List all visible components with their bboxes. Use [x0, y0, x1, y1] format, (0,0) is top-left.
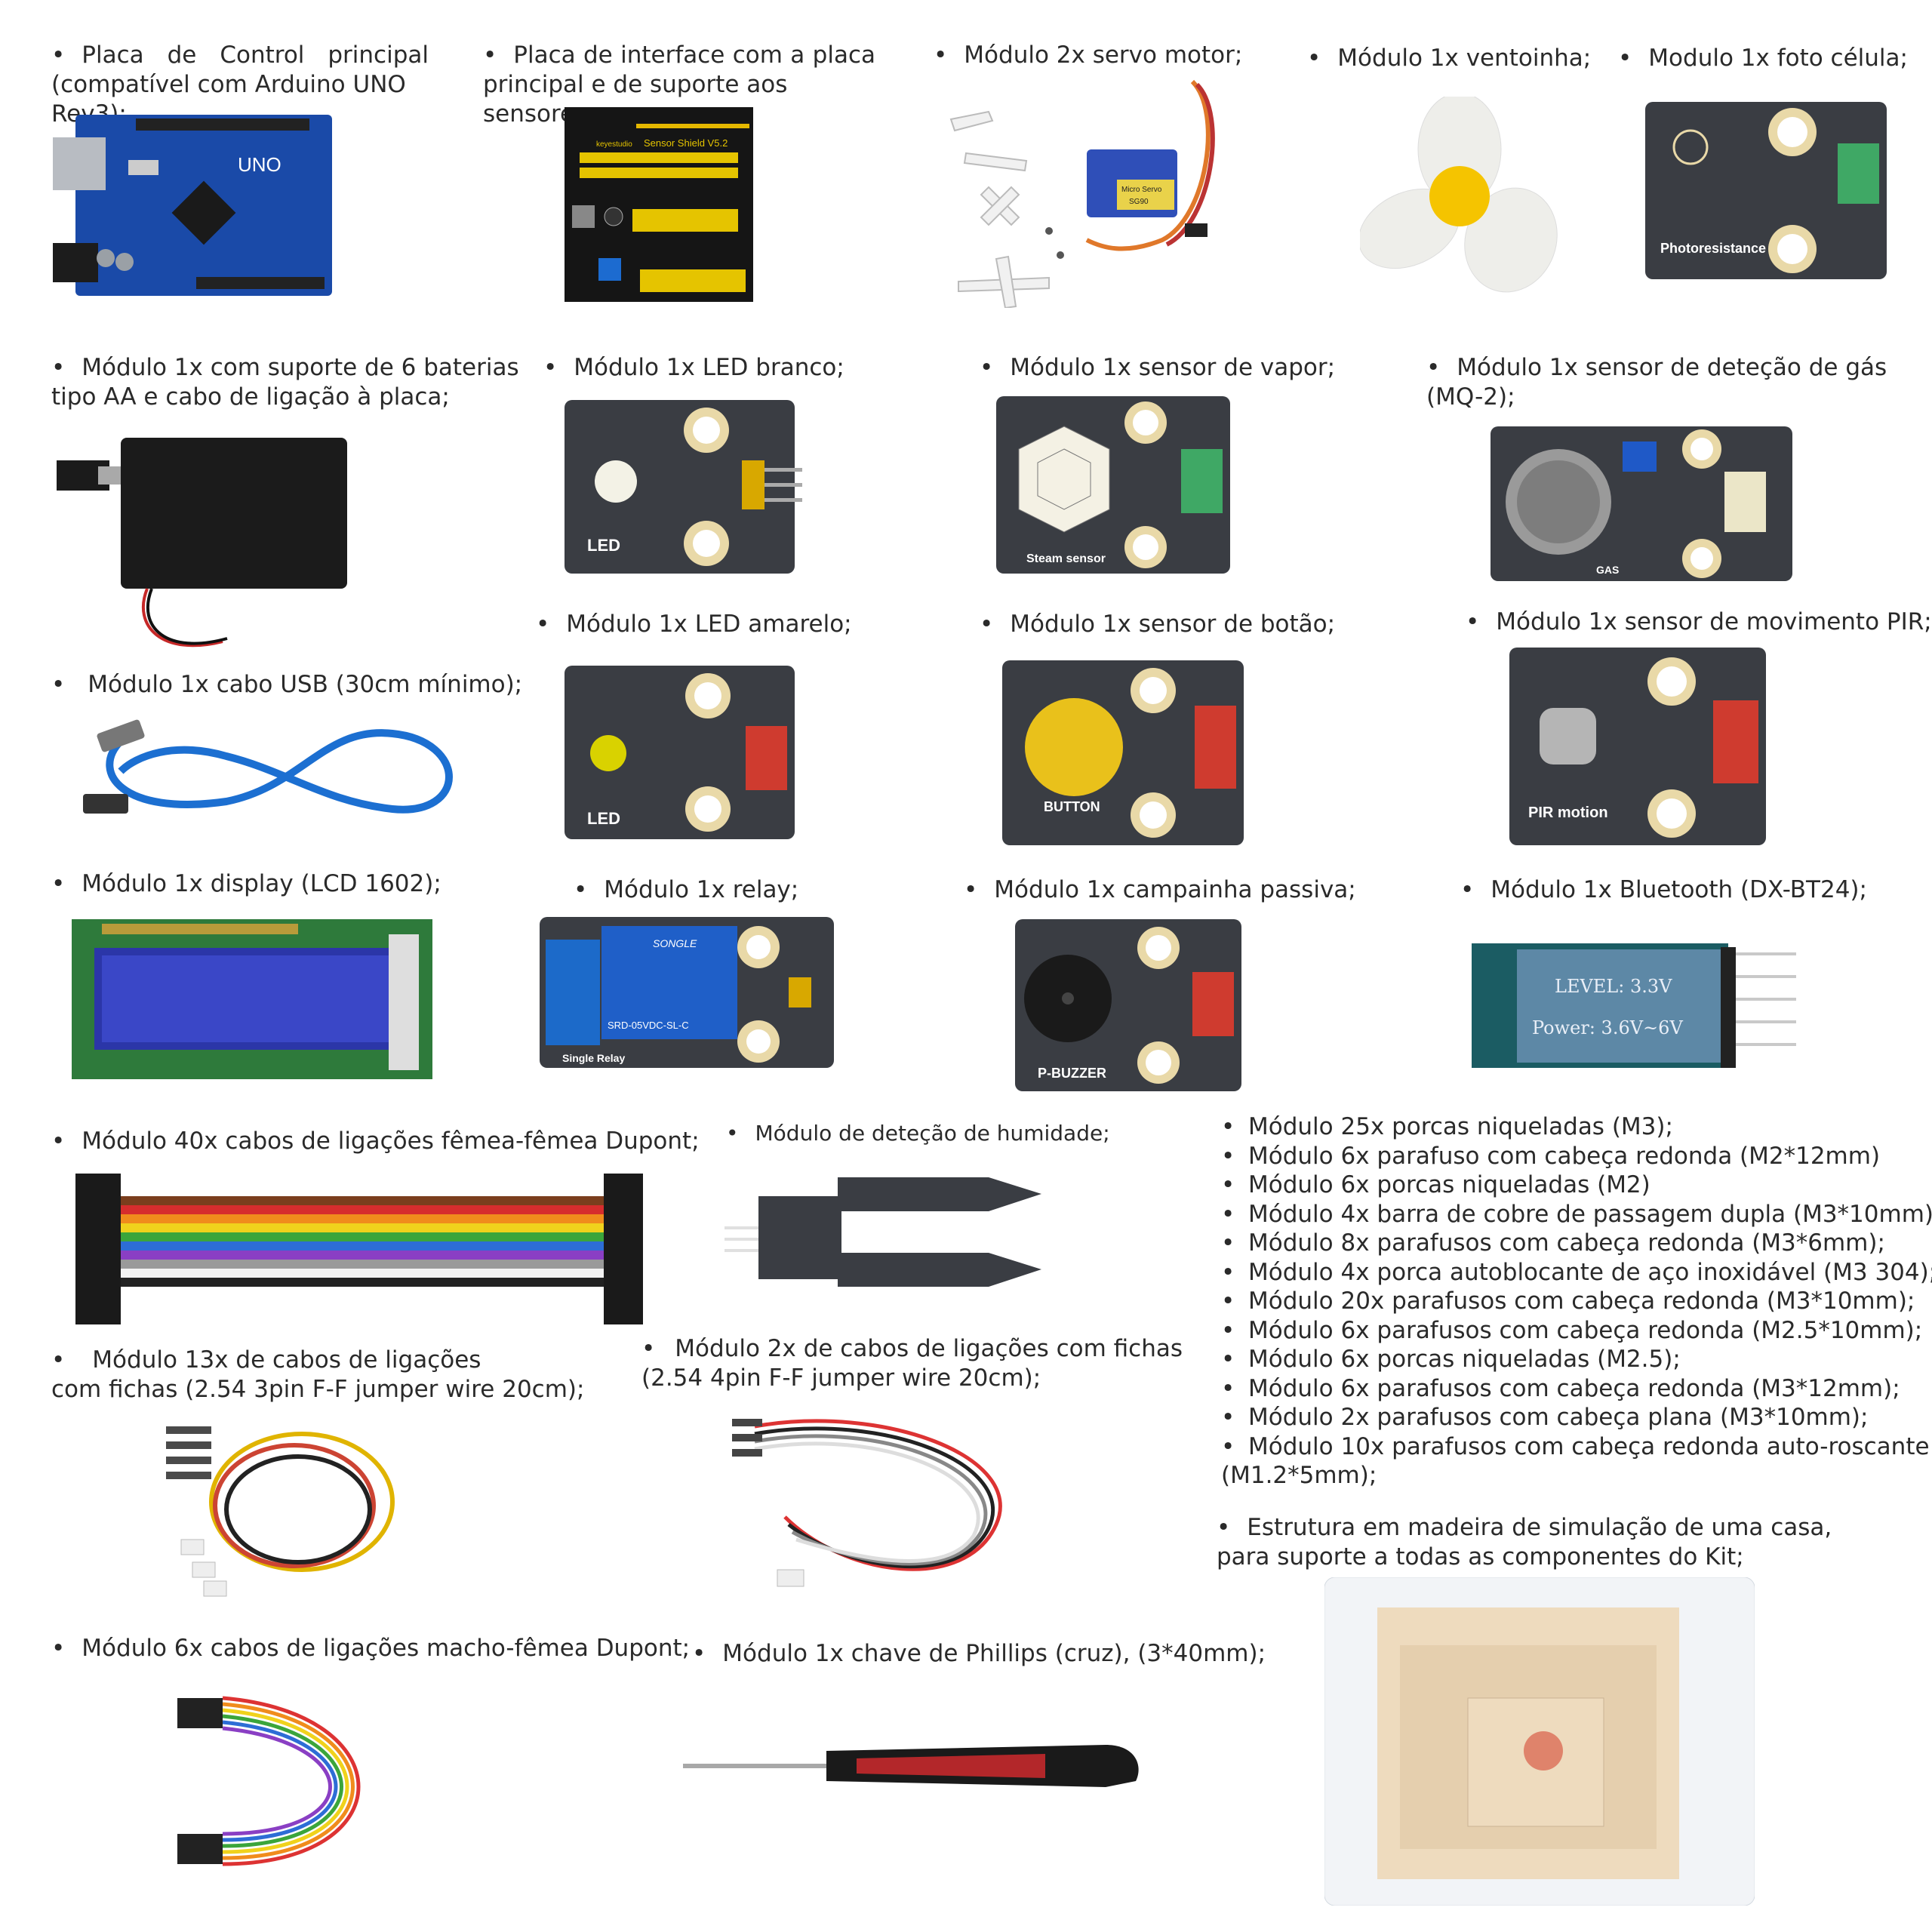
bluetooth-module-image: LEVEL: 3.3V Power: 3.6V~6V [1472, 936, 1811, 1072]
bluetooth-label: •Módulo 1x Bluetooth (DX-BT24); [1460, 876, 1867, 903]
bt-level-silkscreen: LEVEL: 3.3V [1555, 976, 1672, 997]
led-white-module-image: LED [565, 400, 806, 574]
dupont-ff-cables-image [75, 1166, 643, 1332]
hardware-list-item-continuation: (M1.2*5mm); [1221, 1462, 1377, 1489]
hardware-list-item: •Módulo 25x porcas niqueladas (M3); [1221, 1113, 1673, 1140]
hardware-list-item: •Módulo 6x porcas niqueladas (M2.5); [1221, 1346, 1681, 1373]
hardware-list-item: •Módulo 8x parafusos com cabeça redonda … [1221, 1229, 1885, 1257]
hardware-list-item: •Módulo 6x porcas niqueladas (M2) [1221, 1171, 1651, 1198]
gas-sensor-image: GAS [1491, 426, 1792, 581]
dupont-mf-label: •Módulo 6x cabos de ligações macho-fêmea… [51, 1635, 691, 1662]
steam-silkscreen: Steam sensor [1026, 552, 1106, 565]
lcd-label: •Módulo 1x display (LCD 1602); [51, 870, 441, 897]
control-board-label: •Placa de Control principal (compatível … [51, 42, 429, 128]
button-label: •Módulo 1x sensor de botão; [980, 611, 1336, 638]
screwdriver-label: •Módulo 1x chave de Phillips (cruz), (3*… [692, 1640, 1266, 1667]
battery-holder-image [57, 430, 351, 657]
led-white-silkscreen: LED [587, 536, 620, 555]
usb-label: •Módulo 1x cabo USB (30cm mínimo); [51, 671, 523, 698]
button-sensor-image: BUTTON [1002, 660, 1247, 845]
led-white-label: •Módulo 1x LED branco; [543, 354, 844, 381]
hardware-list-item: •Módulo 10x parafusos com cabeça redonda… [1221, 1432, 1930, 1460]
uno-silkscreen: UNO [238, 153, 281, 176]
led-yellow-silkscreen: LED [587, 809, 620, 828]
led-yellow-module-image: LED [565, 666, 798, 839]
led-yellow-label: •Módulo 1x LED amarelo; [536, 611, 852, 638]
shield-name-silkscreen: Sensor Shield V5.2 [644, 137, 728, 149]
photocell-label: •Modulo 1x foto célula; [1618, 45, 1908, 72]
wooden-house-kit-image [1324, 1577, 1755, 1906]
servo-label: •Módulo 2x servo motor; [934, 42, 1243, 69]
hardware-list-item: •Módulo 4x porca autoblocante de aço ino… [1221, 1258, 1932, 1286]
buzzer-silkscreen: P-BUZZER [1038, 1066, 1106, 1081]
relay-label: •Módulo 1x relay; [574, 876, 799, 903]
jumper3-label: •Módulo 13x de cabos de ligações com fic… [51, 1346, 585, 1403]
hardware-list-item: •Módulo 20x parafusos com cabeça redonda… [1221, 1287, 1915, 1315]
relay-silkscreen: Single Relay [562, 1052, 625, 1064]
humidity-sensor-image [724, 1166, 1057, 1294]
fan-propeller-image [1360, 97, 1559, 296]
photocell-module-image: Photoresistance [1645, 102, 1887, 279]
pir-label: •Módulo 1x sensor de movimento PIR; [1466, 608, 1932, 635]
jumper3-cables-image [158, 1419, 400, 1600]
usb-cable-image [75, 711, 475, 824]
relay-brand-silkscreen: SONGLE [653, 937, 697, 949]
house-label: •Estrutura em madeira de simulação de um… [1217, 1514, 1832, 1571]
hardware-list-item: •Módulo 6x parafusos com cabeça redonda … [1221, 1316, 1923, 1344]
dupont-mf-cables-image [162, 1683, 408, 1875]
arduino-uno-board-image: UNO [53, 115, 332, 296]
hardware-list-item: •Módulo 2x parafusos com cabeça plana (M… [1221, 1404, 1869, 1431]
lcd-1602-image [72, 919, 432, 1079]
relay-model-silkscreen: SRD-05VDC-SL-C [608, 1020, 689, 1031]
photo-silkscreen: Photoresistance [1660, 241, 1766, 256]
battery-label: •Módulo 1x com suporte de 6 baterias tip… [51, 354, 519, 411]
fan-label: •Módulo 1x ventoinha; [1307, 45, 1592, 72]
button-silkscreen: BUTTON [1044, 799, 1100, 814]
jumper4-cables-image [732, 1411, 1026, 1596]
servo-model-silkscreen: SG90 [1129, 198, 1149, 206]
steam-label: •Módulo 1x sensor de vapor; [980, 354, 1336, 381]
hardware-list-item: •Módulo 4x barra de cobre de passagem du… [1221, 1200, 1932, 1228]
relay-module-image: SONGLE SRD-05VDC-SL-C Single Relay [540, 917, 841, 1068]
hardware-list-item: •Módulo 6x parafuso com cabeça redonda (… [1221, 1142, 1881, 1170]
sensor-shield-image: Sensor Shield V5.2 keyestudio [565, 107, 753, 302]
pir-silkscreen: PIR motion [1528, 804, 1608, 821]
humidity-label: •Módulo de deteção de humidade; [726, 1121, 1110, 1146]
servo-silkscreen: Micro Servo [1121, 186, 1162, 194]
buzzer-module-image: P-BUZZER [1015, 919, 1245, 1091]
servo-motor-image: Micro Servo SG90 [936, 66, 1245, 308]
pir-sensor-image: PIR motion [1509, 648, 1775, 845]
phillips-screwdriver-image [683, 1728, 1147, 1804]
shield-brand-silkscreen: keyestudio [596, 140, 632, 149]
steam-sensor-image: Steam sensor [996, 396, 1230, 574]
jumper4-label: •Módulo 2x de cabos de ligações com fich… [641, 1335, 1183, 1392]
gas-label: •Módulo 1x sensor de deteção de gás (MQ-… [1426, 354, 1887, 411]
hardware-list: •Módulo 25x porcas niqueladas (M3); •Mód… [1221, 1112, 1932, 1491]
dupont-ff-label: •Módulo 40x cabos de ligações fêmea-fême… [51, 1128, 700, 1155]
hardware-list-item: •Módulo 6x parafusos com cabeça redonda … [1221, 1374, 1900, 1402]
gas-silkscreen: GAS [1596, 564, 1619, 576]
bt-power-silkscreen: Power: 3.6V~6V [1532, 1017, 1683, 1038]
buzzer-label: •Módulo 1x campainha passiva; [964, 876, 1356, 903]
